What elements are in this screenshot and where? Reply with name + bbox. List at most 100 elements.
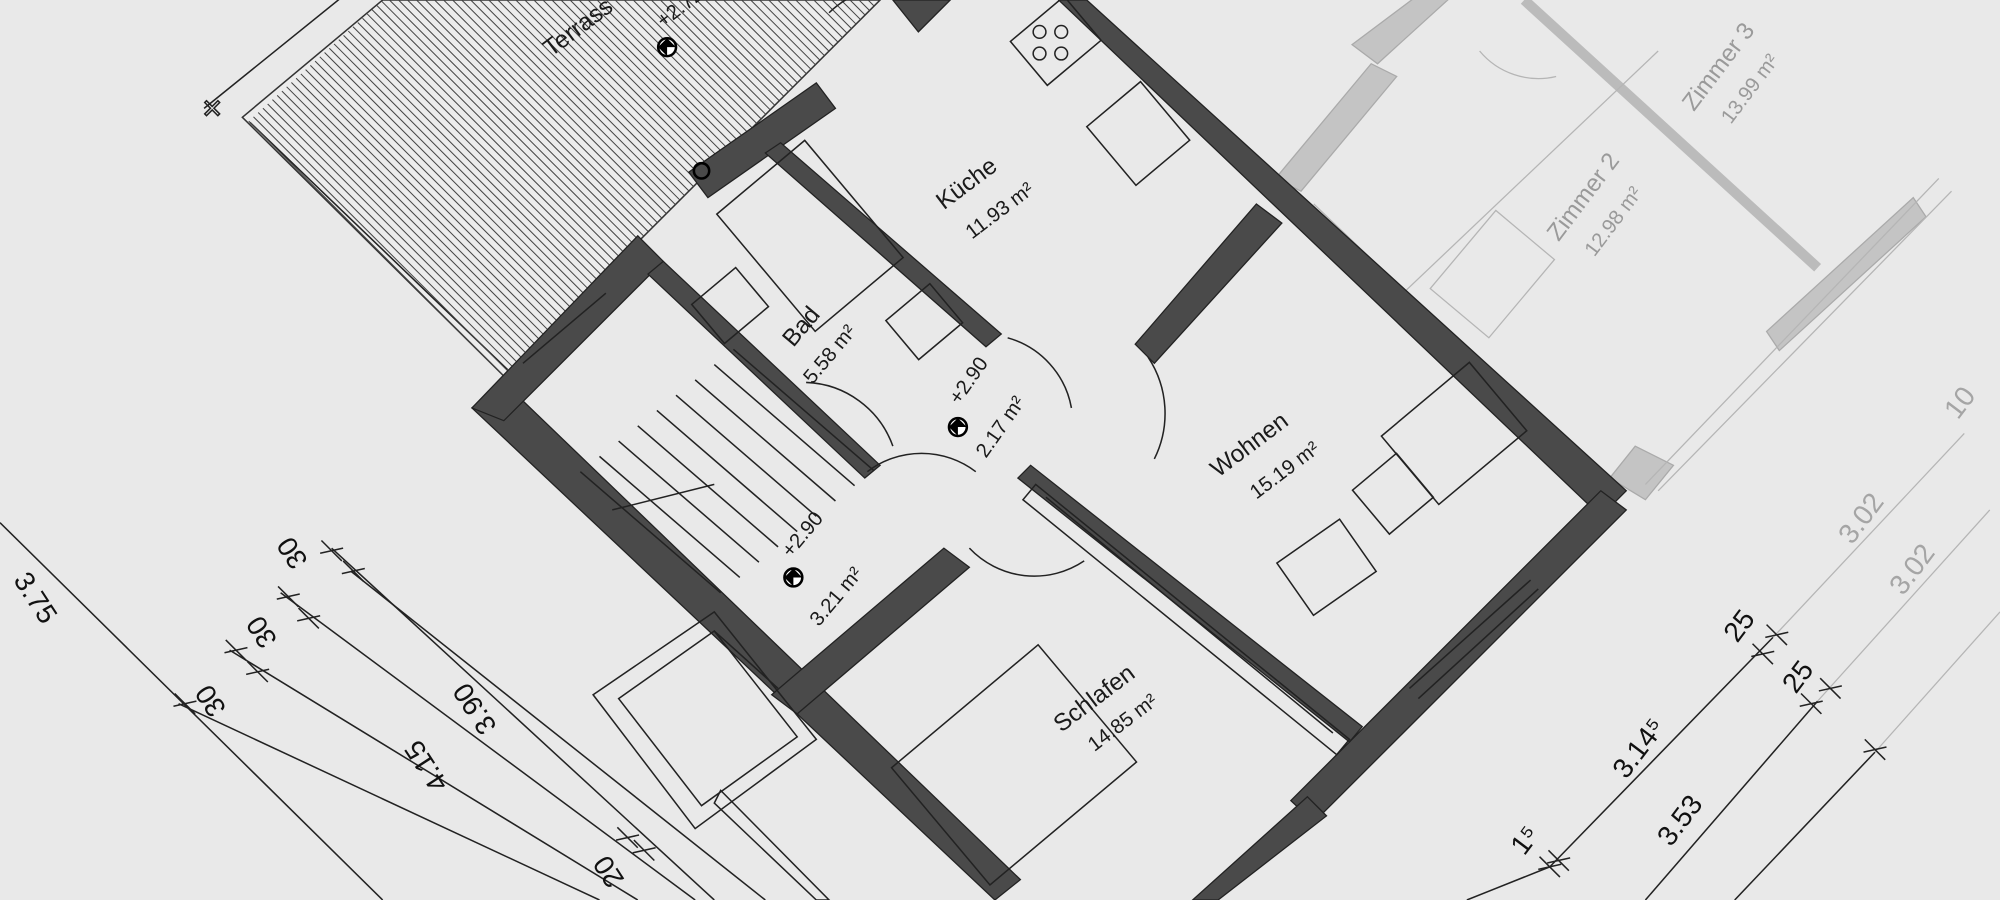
hatch-line: [678, 0, 780, 102]
terrace-dimension-line: [203, 0, 340, 109]
hatch-line: [295, 77, 550, 332]
hatch-line: [813, 0, 848, 34]
dimension-line: [1817, 509, 1991, 702]
hatch-line: [319, 56, 572, 309]
fixtures: [522, 0, 1539, 900]
walls: [470, 0, 1628, 900]
dimension-tick: [276, 593, 300, 600]
hatch-line: [650, 0, 767, 115]
staircase: [579, 348, 875, 594]
hatch-line: [300, 73, 554, 327]
bed: [890, 643, 1138, 886]
dimension-tick: [615, 834, 640, 841]
dimension-tick: [1538, 863, 1562, 871]
hatch-line: [333, 43, 586, 296]
hatch-line: [858, 0, 870, 11]
dimension-tick: [173, 700, 197, 707]
hatch-line: [398, 0, 640, 242]
dimension-line: [0, 522, 384, 900]
door-swing: [1147, 356, 1166, 460]
hatch-line: [291, 82, 545, 336]
dimension-line: [1549, 636, 1774, 868]
hatch-line: [434, 0, 658, 223]
door-swing: [1007, 337, 1073, 409]
hatch-line: [347, 30, 600, 282]
terrace-hatching: [248, 0, 875, 377]
hatch-line: [705, 0, 794, 88]
drain-icon: [692, 161, 711, 180]
stair-tread: [675, 394, 817, 517]
dimension-tick: [1547, 857, 1571, 864]
hatch-line: [371, 9, 622, 260]
dimension-tick: [341, 567, 365, 575]
door-swing: [968, 547, 1085, 577]
dimension-tick: [1751, 650, 1775, 658]
hatch-line: [659, 0, 771, 111]
hatch-line: [605, 0, 744, 138]
hatch-line: [357, 22, 609, 273]
hatch-line: [366, 13, 618, 264]
hatch-line: [425, 0, 654, 228]
hatch-line: [281, 90, 536, 345]
hatch-line: [479, 0, 681, 201]
hatch-line: [750, 0, 816, 66]
hatch-line: [352, 26, 604, 278]
hatch-line: [723, 0, 803, 79]
hatch-line: [362, 17, 613, 269]
hatch-line: [443, 0, 663, 219]
dimension-line: [280, 592, 696, 900]
hatch-line: [309, 65, 563, 318]
dimension-tick: [1765, 631, 1789, 639]
hatch-line: [314, 60, 568, 314]
hatch-line: [867, 0, 875, 7]
dimension-tick: [1799, 700, 1823, 707]
stair-tread: [618, 440, 760, 563]
hatch-line: [786, 0, 834, 47]
stair-tread: [713, 364, 856, 487]
hatch-line: [381, 0, 631, 251]
hatch-line: [560, 0, 721, 160]
dimension-line: [178, 702, 600, 900]
hatch-line: [452, 0, 667, 214]
hatch-line: [551, 0, 717, 165]
table: [1351, 452, 1435, 536]
stair-tread: [579, 471, 722, 594]
hatch-line: [248, 120, 505, 377]
hatch-line: [714, 0, 798, 84]
hatch-line: [376, 4, 627, 255]
hatch-line: [732, 0, 807, 75]
level-marker-icon: [656, 36, 678, 58]
hatch-line: [822, 0, 852, 29]
hatch-line: [840, 0, 861, 20]
hatch-line: [407, 0, 645, 237]
stove: [1009, 0, 1103, 87]
hatch-line: [569, 0, 726, 156]
hatch-line: [795, 0, 839, 43]
hatch-line: [687, 0, 785, 97]
dimension-tick: [246, 668, 270, 676]
hatch-line: [623, 0, 753, 129]
hatch-line: [542, 0, 712, 169]
hatch-line: [389, 0, 636, 246]
level-marker-icon: [783, 567, 804, 588]
hatch-line: [253, 116, 509, 372]
sink: [1085, 80, 1191, 187]
hatch-line: [461, 0, 672, 210]
stair-tread: [656, 409, 798, 533]
hatch-line: [338, 39, 590, 291]
dimension-tick: [224, 646, 248, 654]
hatch-line: [324, 52, 577, 305]
hatch-line: [578, 0, 730, 151]
toilet: [884, 282, 964, 361]
neighbor-unit: [1274, 0, 1952, 501]
hatch-line: [768, 0, 825, 57]
dimension-line: [1644, 700, 1819, 900]
dimension-line: [350, 570, 766, 900]
hatch-line: [641, 0, 762, 120]
hatch-line: [533, 0, 708, 174]
hatch-line: [305, 69, 559, 323]
hatch-line: [587, 0, 735, 147]
stair-tread: [598, 455, 741, 579]
hatch-line: [286, 86, 541, 341]
dimension-tick: [297, 614, 321, 622]
